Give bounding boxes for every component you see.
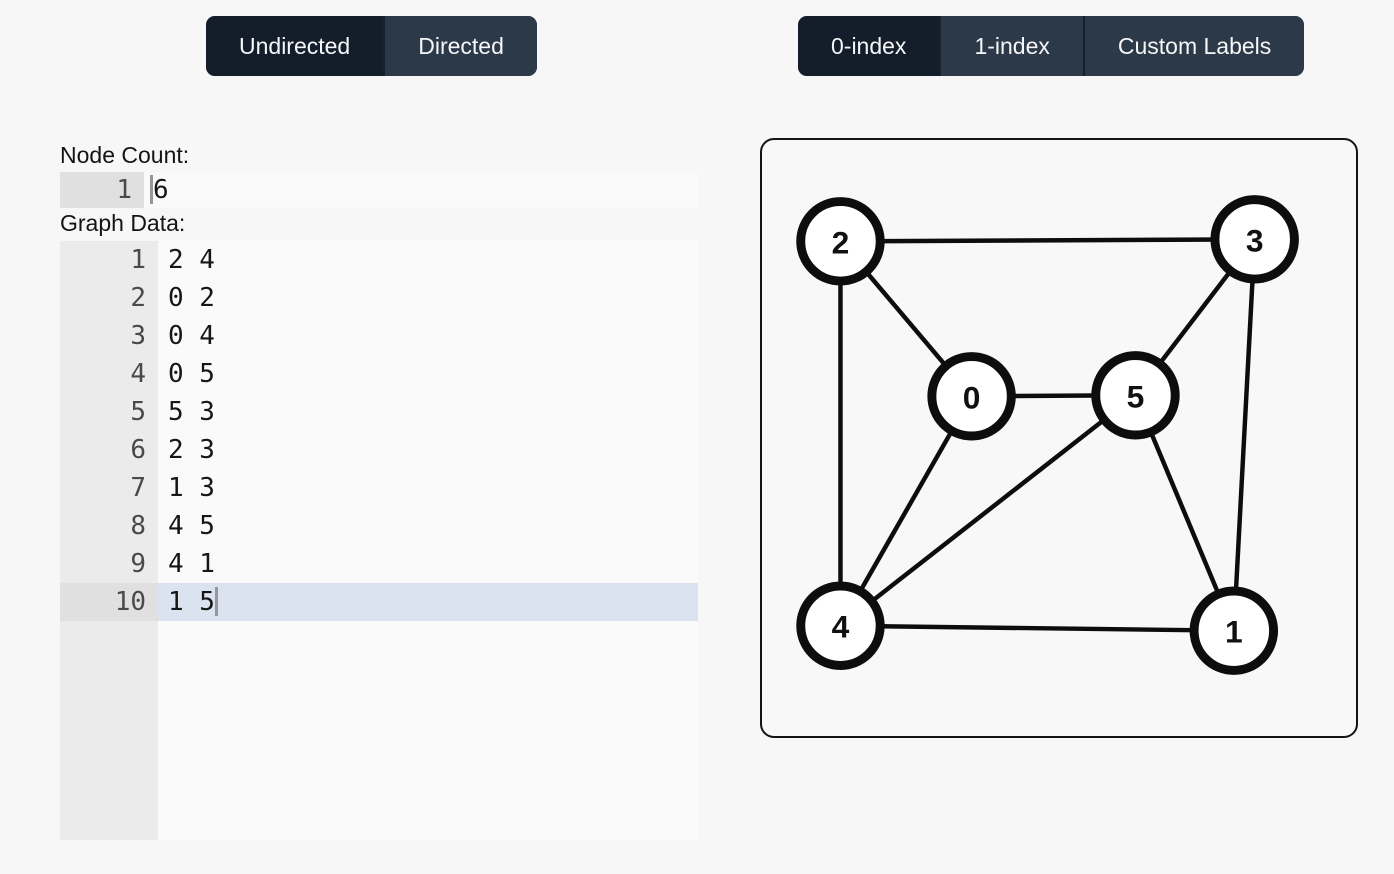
graph-edge-2-3	[840, 237, 1255, 244]
code-text: 5 3	[168, 397, 215, 427]
code-text: 6	[153, 175, 169, 205]
graph-node-2[interactable]: 2	[796, 197, 885, 286]
code-line-content[interactable]: 1 5	[158, 583, 698, 621]
node-circle	[1210, 195, 1299, 284]
line-number: 1	[60, 241, 158, 279]
line-number: 4	[60, 355, 158, 393]
line-number: 1	[60, 172, 144, 208]
graph-svg: 0 1 2 3 4 5	[796, 195, 1299, 675]
line-number: 8	[60, 507, 158, 545]
code-line: 3 0 4	[60, 317, 698, 355]
node-label: 5	[1127, 378, 1145, 414]
code-line-content[interactable]: 4 1	[158, 545, 698, 583]
node-circle	[927, 352, 1016, 441]
node-circle	[796, 197, 885, 286]
code-line-content[interactable]: 0 2	[158, 279, 698, 317]
direction-toggle-option-directed[interactable]: Directed	[383, 16, 537, 76]
code-line: 9 4 1	[60, 545, 698, 583]
graph-edge-4-5	[839, 393, 1137, 628]
code-line-content[interactable]: 2 3	[158, 431, 698, 469]
code-text: 4 1	[168, 549, 215, 579]
line-number: 10	[60, 583, 158, 621]
node-circle	[796, 581, 885, 670]
graph-node-3[interactable]: 3	[1210, 195, 1299, 284]
line-number: 6	[60, 431, 158, 469]
line-number: 3	[60, 317, 158, 355]
code-text: 0 4	[168, 321, 215, 351]
node-label: 4	[832, 609, 850, 645]
code-text: 1 5	[168, 587, 215, 617]
node-label: 2	[832, 224, 850, 260]
graph-node-0[interactable]: 0	[927, 352, 1016, 441]
graph-node-4[interactable]: 4	[796, 581, 885, 670]
code-line: 2 0 2	[60, 279, 698, 317]
code-text: 1 3	[168, 473, 215, 503]
code-line-content[interactable]: 6	[144, 172, 698, 208]
node-label: 1	[1225, 614, 1243, 650]
graph-node-5[interactable]: 5	[1091, 351, 1180, 440]
text-cursor	[150, 175, 153, 204]
code-text: 0 2	[168, 283, 215, 313]
text-cursor	[214, 587, 218, 616]
line-number: 5	[60, 393, 158, 431]
code-line: 8 4 5	[60, 507, 698, 545]
graph-data-heading: Graph Data:	[60, 210, 186, 236]
code-line: 4 0 5	[60, 355, 698, 393]
node-circle	[1091, 351, 1180, 440]
code-line: 6 2 3	[60, 431, 698, 469]
graph-node-1[interactable]: 1	[1189, 586, 1279, 675]
graph-data-editor[interactable]: 1 2 4 2 0 2 3 0 4 4 0 5 5 5 3 6 2 3 7 1 3 8 4 5 9 4 1 10 1 …	[60, 241, 698, 840]
code-line-content[interactable]: 5 3	[158, 393, 698, 431]
node-label: 3	[1246, 222, 1264, 258]
code-text: 0 5	[168, 359, 215, 389]
graph-canvas[interactable]: 0 1 2 3 4 5	[760, 138, 1358, 738]
code-line-content[interactable]: 2 4	[158, 241, 698, 279]
code-line-content[interactable]: 0 4	[158, 317, 698, 355]
node-circle	[1189, 586, 1279, 675]
code-line: 10 1 5	[60, 583, 698, 621]
line-number: 9	[60, 545, 158, 583]
code-text: 2 3	[168, 435, 215, 465]
graph-edge-4-1	[840, 623, 1234, 633]
direction-toggle-option-undirected[interactable]: Undirected	[206, 16, 384, 76]
code-line: 1 2 4	[60, 241, 698, 279]
index-toggle-option-custom-labels[interactable]: Custom Labels	[1082, 16, 1305, 76]
code-text: 2 4	[168, 245, 215, 275]
line-number: 7	[60, 469, 158, 507]
node-count-heading: Node Count:	[60, 142, 190, 168]
code-text: 4 5	[168, 511, 215, 541]
code-line-content[interactable]: 4 5	[158, 507, 698, 545]
line-number: 2	[60, 279, 158, 317]
code-line-content[interactable]: 0 5	[158, 355, 698, 393]
index-toggle-option-0-index[interactable]: 0-index	[798, 16, 940, 76]
index-toggle-option-1-index[interactable]: 1-index	[939, 16, 1083, 76]
code-line-content[interactable]: 1 3	[158, 469, 698, 507]
code-line: 5 5 3	[60, 393, 698, 431]
graph-edge-1-3	[1231, 239, 1257, 631]
node-label: 0	[963, 379, 981, 415]
code-line: 7 1 3	[60, 469, 698, 507]
